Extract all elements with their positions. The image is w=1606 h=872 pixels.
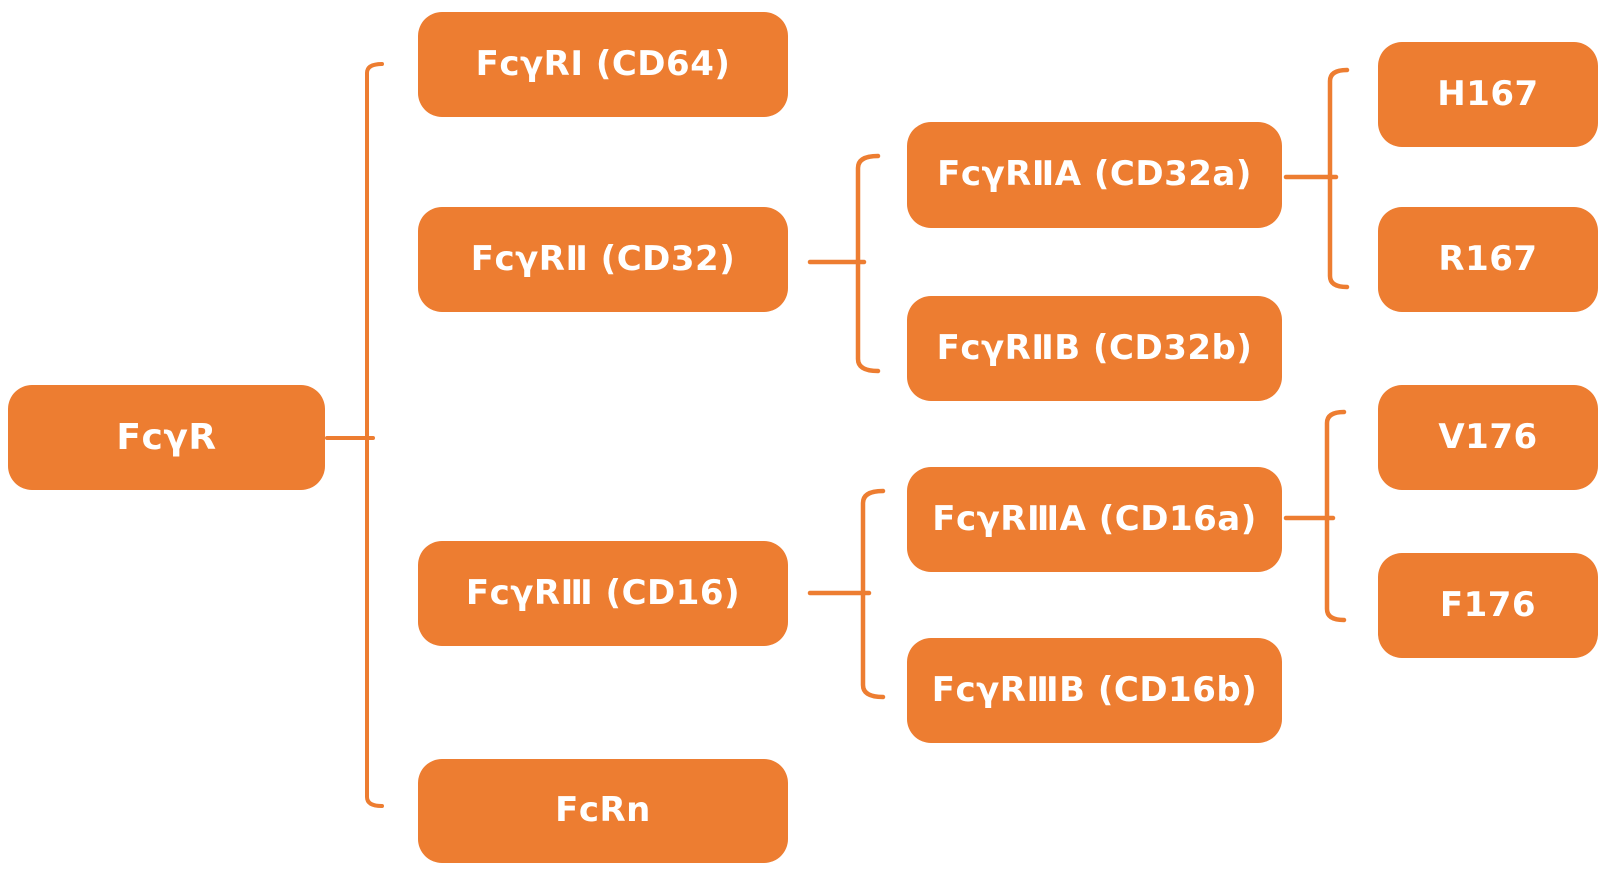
node-fcgr: FcγR bbox=[8, 385, 325, 490]
node-v176: V176 bbox=[1378, 385, 1598, 490]
node-fcgr2a-label: FcγRⅡA (CD32a) bbox=[937, 154, 1252, 195]
connector-root-brace bbox=[365, 62, 384, 808]
node-f176-label: F176 bbox=[1439, 584, 1537, 625]
node-fcgr2b-cd32b: FcγRⅡB (CD32b) bbox=[907, 296, 1282, 401]
node-fcrn: FcRn bbox=[418, 759, 788, 863]
node-h167: H167 bbox=[1378, 42, 1598, 147]
connector-fcgr3a-brace bbox=[1324, 409, 1347, 623]
node-fcgr3b-cd16b: FcγRⅢB (CD16b) bbox=[907, 638, 1282, 743]
node-r167: R167 bbox=[1378, 207, 1598, 312]
node-f176: F176 bbox=[1378, 553, 1598, 658]
node-fcgr-label: FcγR bbox=[116, 416, 217, 458]
node-fcrn-label: FcRn bbox=[555, 790, 651, 831]
node-fcgr3-label: FcγRⅢ (CD16) bbox=[465, 572, 741, 613]
node-fcgr3a-cd16a: FcγRⅢA (CD16a) bbox=[907, 467, 1282, 572]
node-fcgr3b-label: FcγRⅢB (CD16b) bbox=[931, 669, 1258, 710]
connector-fcgr3-brace bbox=[860, 488, 886, 700]
connector-fcgr2a-brace bbox=[1327, 67, 1350, 290]
node-v176-label: V176 bbox=[1438, 416, 1538, 457]
node-r167-label: R167 bbox=[1438, 238, 1538, 279]
node-fcgr2-cd32: FcγRⅡ (CD32) bbox=[418, 207, 788, 312]
node-fcgr2b-label: FcγRⅡB (CD32b) bbox=[936, 327, 1253, 368]
node-fcgr3a-label: FcγRⅢA (CD16a) bbox=[932, 498, 1257, 539]
node-fcgr3-cd16: FcγRⅢ (CD16) bbox=[418, 541, 788, 646]
node-fcgr2-label: FcγRⅡ (CD32) bbox=[470, 238, 736, 279]
node-fcgr2a-cd32a: FcγRⅡA (CD32a) bbox=[907, 122, 1282, 228]
node-fcgr1-cd64: FcγRⅠ (CD64) bbox=[418, 12, 788, 117]
node-h167-label: H167 bbox=[1437, 73, 1539, 114]
node-fcgr1-label: FcγRⅠ (CD64) bbox=[475, 43, 731, 84]
connector-fcgr2-brace bbox=[855, 153, 881, 374]
